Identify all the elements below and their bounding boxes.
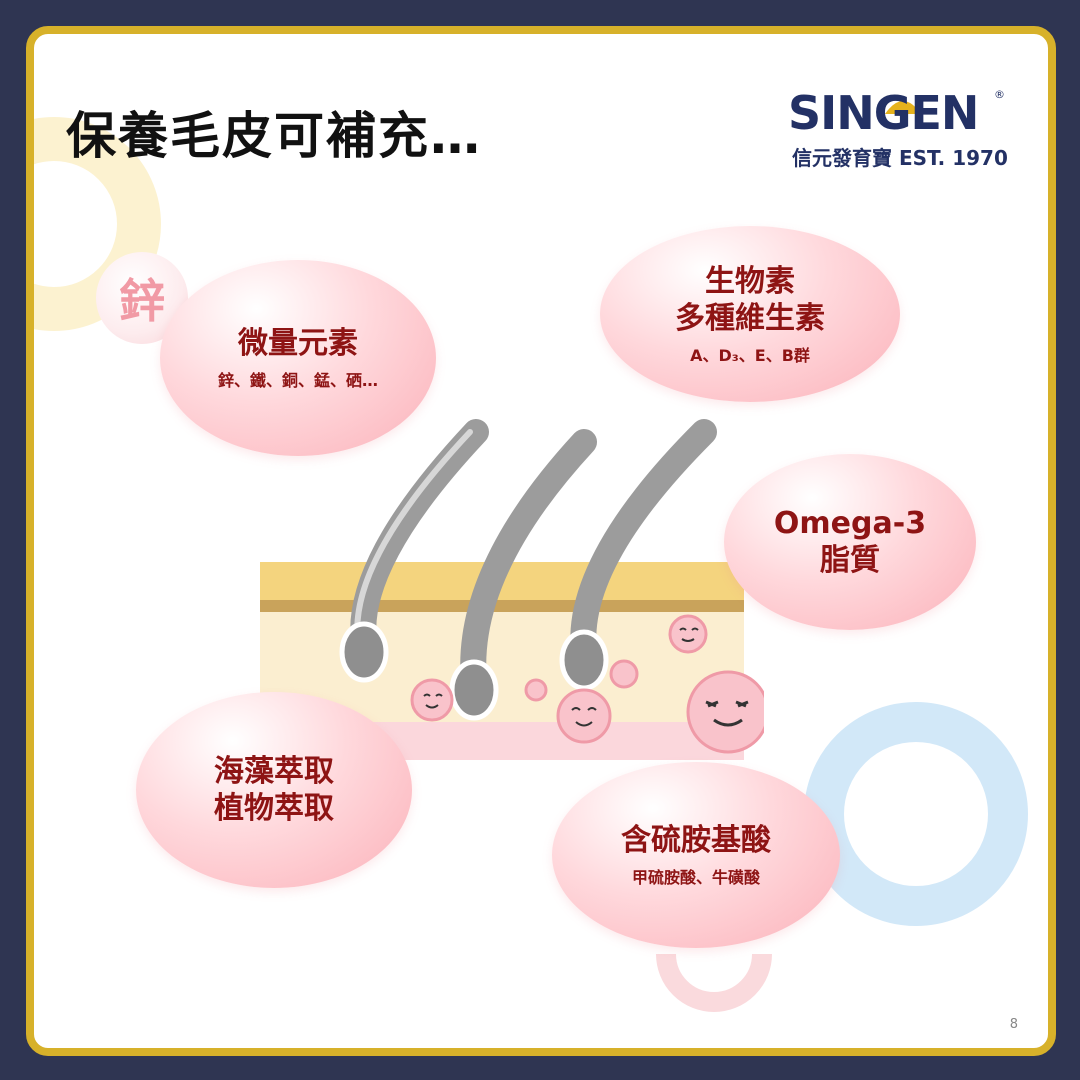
bubble-title-line2: 脂質	[820, 543, 880, 578]
bubble-extracts: 海藻萃取 植物萃取	[136, 692, 412, 888]
bubble-sulfur-amino-acids: 含硫胺基酸 甲硫胺酸、牛磺酸	[552, 762, 840, 948]
logo-subtitle: 信元發育寶 EST. 1970	[792, 146, 1008, 170]
page-title: 保養毛皮可補充…	[66, 107, 482, 165]
nutrient-particle-medium	[556, 688, 612, 744]
bubble-title-line2: 多種維生素	[675, 301, 825, 336]
bubble-title-line2: 植物萃取	[214, 791, 334, 826]
bubble-title-line1: 海藻萃取	[214, 753, 334, 789]
nutrient-particle-large	[686, 670, 764, 754]
nutrient-particle-top	[668, 614, 708, 654]
nutrient-particle-small	[410, 678, 454, 722]
bubble-title-line1: 生物素	[705, 263, 795, 299]
bubble-title-line1: Omega-3	[773, 505, 927, 541]
bubble-title: 微量元素	[238, 326, 358, 362]
bubble-subtitle: 甲硫胺酸、牛磺酸	[631, 867, 760, 887]
yellow-ring-decoration	[34, 117, 161, 331]
logo-sun-icon	[885, 101, 921, 114]
zinc-badge: 鋅	[96, 252, 188, 344]
bubble-vitamins: 生物素 多種維生素 A、D₃、E、B群	[600, 226, 900, 402]
slide-frame: 保養毛皮可補充… SINGEN ® 信元發育寶 EST. 1970	[26, 26, 1056, 1056]
pink-ring-decoration	[656, 953, 772, 1012]
page-number: 8	[1009, 1017, 1018, 1032]
bubble-subtitle: 鋅、鐵、銅、錳、硒…	[217, 370, 378, 390]
hair-skin-illustration	[260, 419, 764, 760]
bubble-subtitle: A、D₃、E、B群	[690, 345, 810, 365]
bubble-trace-elements: 微量元素 鋅、鐵、銅、錳、硒…	[160, 260, 436, 456]
bubble-omega3: Omega-3 脂質	[724, 454, 976, 630]
bubble-title: 含硫胺基酸	[621, 823, 771, 859]
logo-wordmark: SINGEN	[788, 86, 979, 140]
logo-registered-mark: ®	[994, 88, 1005, 101]
singen-logo: SINGEN ® 信元發育寶 EST. 1970	[788, 86, 1008, 196]
